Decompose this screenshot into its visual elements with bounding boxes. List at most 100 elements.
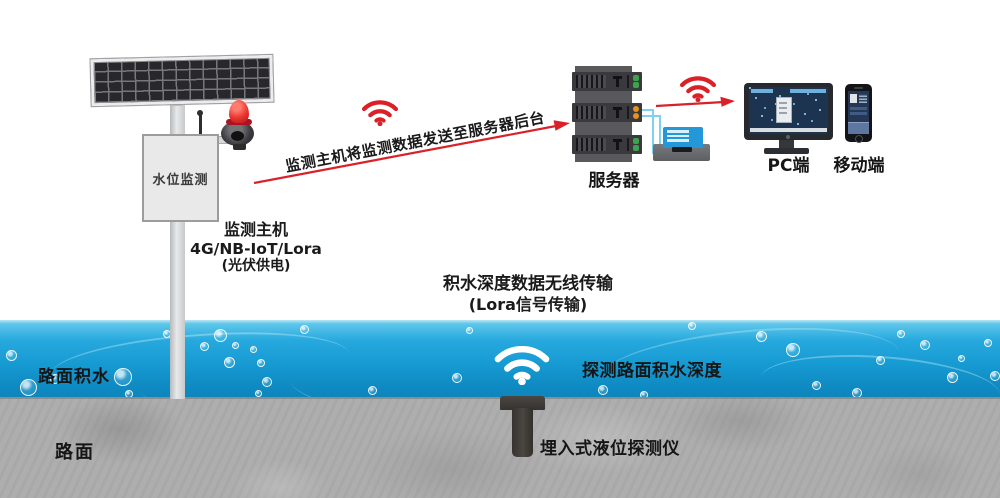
phone-screen-row xyxy=(850,112,867,115)
led-orange xyxy=(633,106,639,112)
transmission-line2: (Lora信号传输) xyxy=(468,295,588,315)
server-vents xyxy=(576,75,606,88)
bubble xyxy=(990,371,1000,381)
alarm-horn-center xyxy=(231,131,244,141)
level-sensor-stem xyxy=(512,408,533,457)
control-box-label: 水位监测 xyxy=(152,172,209,188)
road-layer xyxy=(0,397,1000,498)
transmission-caption: 积水深度数据无线传输 (Lora信号传输) xyxy=(378,273,678,316)
alarm-beacon-icon xyxy=(229,100,249,123)
underwater-wifi-icon xyxy=(492,338,552,385)
switch-dock xyxy=(653,144,710,161)
bubble xyxy=(688,322,696,330)
server-mark xyxy=(616,76,619,87)
phone-speaker xyxy=(854,87,863,89)
station-caption-line2: 4G/NB-IoT/Lora xyxy=(190,239,322,258)
bubble xyxy=(200,342,209,351)
bubble xyxy=(466,327,473,334)
bubble xyxy=(114,368,132,386)
popup-line xyxy=(779,112,787,114)
bubble xyxy=(214,329,227,342)
led-green xyxy=(633,75,639,81)
bubble xyxy=(300,325,309,334)
control-box: 水位监测 xyxy=(142,134,219,222)
switch-stripe xyxy=(667,134,689,137)
bubble xyxy=(20,379,37,396)
led-green xyxy=(633,82,639,88)
uplink-arrow xyxy=(252,117,572,189)
server-mark xyxy=(616,107,619,118)
phone-screen-qr xyxy=(859,94,867,103)
bubble xyxy=(232,342,239,349)
station-caption: 监测主机 4G/NB-IoT/Lora (光伏供电) xyxy=(178,220,334,276)
server-wifi-icon xyxy=(678,71,718,102)
bubble xyxy=(947,372,958,383)
dock-slot xyxy=(672,147,692,152)
bubble xyxy=(786,343,800,357)
bubble xyxy=(255,390,262,397)
bubble xyxy=(6,350,17,361)
server-divider xyxy=(627,75,629,88)
smartphone xyxy=(845,84,872,143)
pc-label: PC端 xyxy=(767,156,810,176)
bubble xyxy=(640,391,648,398)
popup-line xyxy=(779,102,787,104)
alarm-beacon-foot xyxy=(233,144,246,150)
station-caption-line1: 监测主机 xyxy=(223,220,288,239)
server-unit xyxy=(572,135,642,154)
road-label: 路面 xyxy=(55,442,95,463)
server-to-clients-arrow xyxy=(654,94,738,110)
screen-popup xyxy=(776,97,792,123)
antenna-tip xyxy=(197,110,203,116)
bubble xyxy=(958,355,965,362)
screen-bar xyxy=(790,89,826,93)
server-label: 服务器 xyxy=(588,171,640,191)
server-vents xyxy=(576,106,606,119)
led-green xyxy=(633,138,639,144)
server-vents xyxy=(576,138,606,151)
switch-stripe xyxy=(667,139,689,142)
surface-water-label: 路面积水 xyxy=(38,367,110,387)
transmission-line1: 积水深度数据无线传输 xyxy=(443,274,613,294)
server-divider xyxy=(627,106,629,119)
sensor-label: 埋入式液位探测仪 xyxy=(540,439,680,459)
bubble xyxy=(876,356,885,365)
led-green xyxy=(633,145,639,151)
phone-screen xyxy=(848,91,869,134)
bubble xyxy=(598,385,608,395)
pc-screen xyxy=(749,87,828,134)
server-mark xyxy=(616,139,619,150)
phone-screen-footer xyxy=(848,122,869,134)
popup-line xyxy=(779,107,787,109)
server-divider xyxy=(627,138,629,151)
solar-panel xyxy=(90,54,274,107)
bubble xyxy=(250,346,257,353)
screen-map-dots xyxy=(749,87,751,89)
antenna-icon xyxy=(199,114,202,135)
bubble xyxy=(257,359,265,367)
phone-screen-card xyxy=(850,94,857,103)
bubble xyxy=(224,357,235,368)
server-unit xyxy=(572,103,642,122)
phone-screen-row xyxy=(850,107,867,110)
bubble xyxy=(50,374,60,384)
water-layer xyxy=(0,320,1000,398)
detect-depth-label: 探测路面积水深度 xyxy=(582,361,722,381)
pc-monitor xyxy=(744,83,833,140)
station-caption-line3: (光伏供电) xyxy=(221,258,291,275)
bubble xyxy=(920,340,930,350)
network-cables xyxy=(640,106,680,158)
level-sensor-cap xyxy=(500,396,545,410)
bubble xyxy=(452,373,462,383)
network-switch xyxy=(663,127,703,148)
server-unit xyxy=(572,72,642,91)
monitor-neck xyxy=(779,140,794,149)
bubble xyxy=(756,331,767,342)
bubble xyxy=(262,377,272,387)
led-orange xyxy=(633,113,639,119)
switch-stripe xyxy=(667,130,689,133)
mobile-label: 移动端 xyxy=(833,156,885,176)
screen-bar xyxy=(751,89,773,93)
bubble xyxy=(984,339,992,347)
